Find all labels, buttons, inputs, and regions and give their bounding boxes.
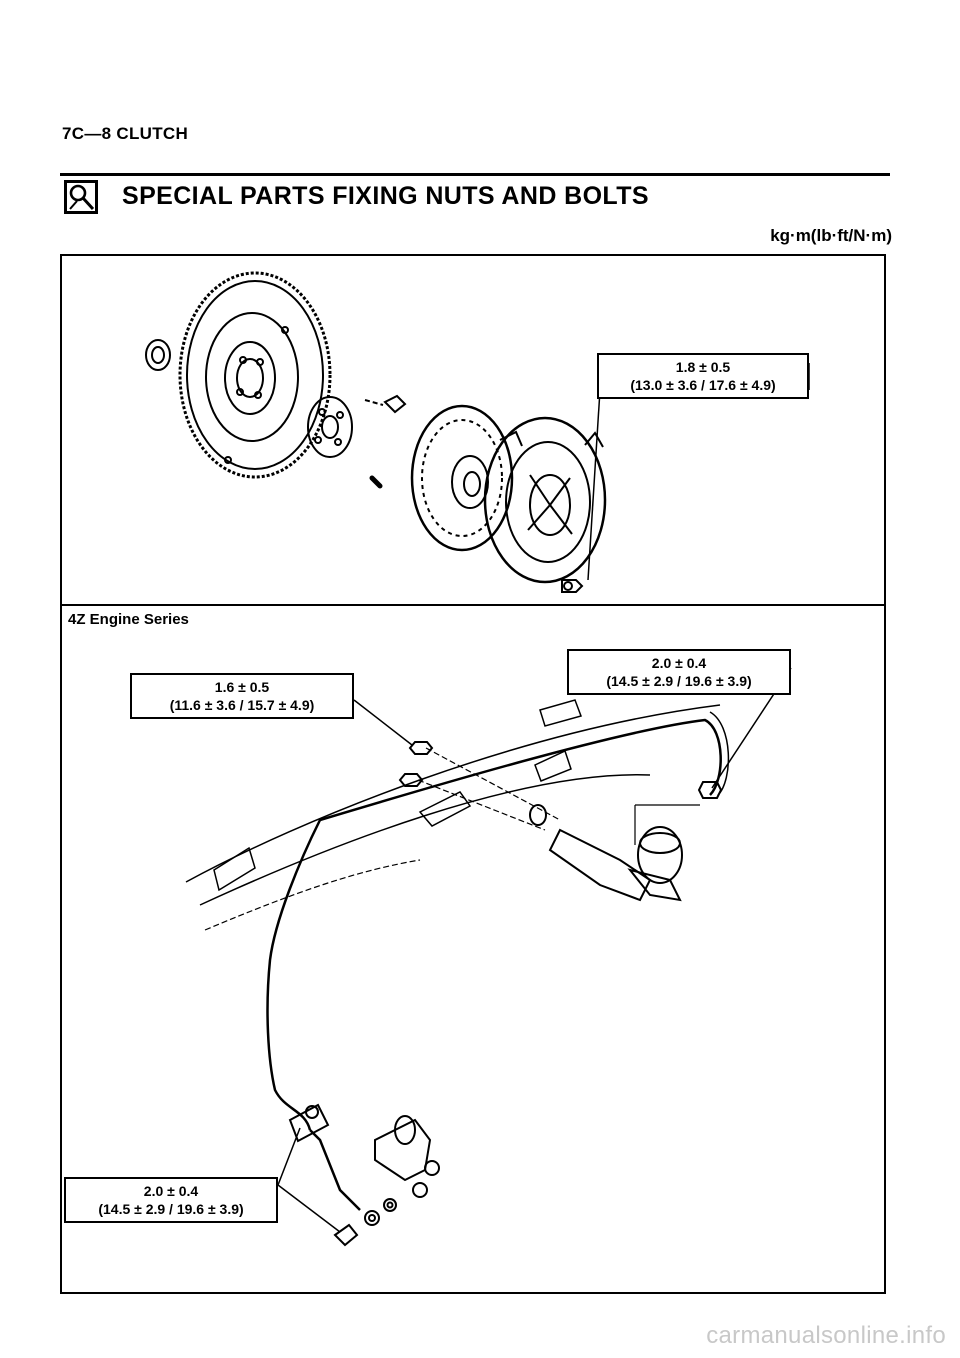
clutch-pipe (266, 711, 730, 1211)
torque-callout-pipe-upper: 2.0 ± 0.4 (14.5 ± 2.9 / 19.6 ± 3.9) (567, 649, 791, 695)
pressure-plate (483, 416, 607, 584)
panel-label-4z-engine: 4Z Engine Series (68, 611, 189, 628)
torque-value: 1.6 ± 0.5 (214, 679, 270, 695)
slave-cylinder (374, 1115, 440, 1182)
torque-callout-pressure-plate: 1.8 ± 0.5 (13.0 ± 3.6 / 17.6 ± 4.9) (597, 353, 809, 399)
torque-callout-master-cylinder-nut: 1.6 ± 0.5 (11.6 ± 3.6 / 15.7 ± 4.9) (130, 673, 354, 719)
section-title: SPECIAL PARTS FIXING NUTS AND BOLTS (122, 182, 649, 210)
flywheel-bolt (364, 394, 407, 414)
torque-conversion: (13.0 ± 3.6 / 17.6 ± 4.9) (630, 377, 776, 393)
pipe-flare-nut-upper (697, 781, 723, 799)
watermark: carmanualsonline.info (706, 1322, 946, 1349)
pipe-bracket (288, 1103, 330, 1143)
torque-conversion: (11.6 ± 3.6 / 15.7 ± 4.9) (169, 697, 315, 713)
torque-value: 2.0 ± 0.4 (143, 1183, 199, 1199)
diagram-frame (60, 254, 886, 1294)
clutch-disc (410, 404, 514, 552)
flex-plate (307, 396, 353, 458)
torque-value: 1.8 ± 0.5 (675, 359, 731, 375)
torque-callout-pipe-lower: 2.0 ± 0.4 (14.5 ± 2.9 / 19.6 ± 3.9) (64, 1177, 278, 1223)
body-panel (185, 699, 721, 931)
union-bolt (333, 1182, 428, 1247)
panel-divider (60, 604, 886, 606)
flywheel (178, 271, 332, 479)
pressure-plate-bolt (561, 579, 584, 593)
units-label: kg·m(lb·ft/N·m) (770, 226, 892, 245)
header-rule (60, 173, 890, 176)
dowel-pin (369, 475, 383, 489)
inspection-magnifier-icon (64, 180, 98, 214)
torque-conversion: (14.5 ± 2.9 / 19.6 ± 3.9) (98, 1201, 244, 1217)
torque-value: 2.0 ± 0.4 (651, 655, 707, 671)
pilot-bearing (145, 339, 171, 371)
torque-conversion: (14.5 ± 2.9 / 19.6 ± 3.9) (606, 673, 752, 689)
mount-nut-upper (408, 741, 434, 755)
master-cylinder (529, 804, 683, 902)
page-header: 7C—8 CLUTCH (62, 124, 189, 143)
mount-nut-lower (398, 773, 424, 787)
